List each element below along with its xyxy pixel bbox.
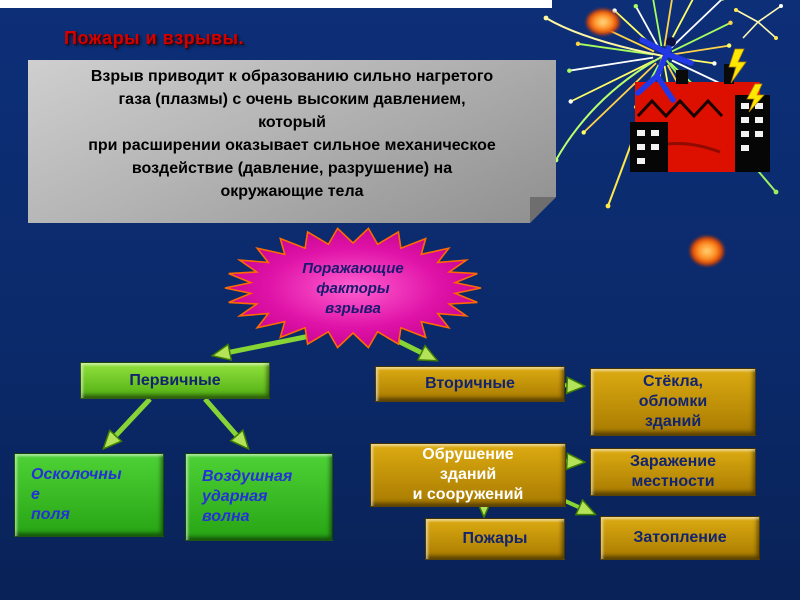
firework-glow-dot xyxy=(684,231,730,271)
node-fires: Пожары xyxy=(425,518,565,560)
node-flooding: Затопление xyxy=(600,516,760,560)
slide-title: Пожары и взрывы. xyxy=(64,28,244,48)
starburst-graphic xyxy=(224,227,482,349)
burning-buildings xyxy=(630,64,770,172)
connector-arrow xyxy=(106,397,152,446)
firework-glow-dot xyxy=(580,4,626,40)
fireworks-illustration xyxy=(543,0,783,209)
callout-box: Взрыв приводит к образованию сильно нагр… xyxy=(28,60,556,223)
firework-sparkle-cluster xyxy=(734,4,783,40)
callout-text: Взрыв приводит к образованию сильно нагр… xyxy=(88,68,496,200)
node-building-collapse: Обрушение зданий и сооружений xyxy=(370,443,566,507)
node-primary-factors: Первичные xyxy=(80,362,270,399)
page-top-edge xyxy=(0,0,552,8)
node-secondary-factors: Вторичные xyxy=(375,366,565,402)
node-area-contamination: Заражение местности xyxy=(590,448,756,496)
lightning-bolt-icon xyxy=(728,48,765,113)
starburst-explosion-shape: Поражающие факторы взрыва xyxy=(222,226,484,352)
node-air-shock-wave: Воздушная ударная волна xyxy=(185,453,333,541)
node-glass-debris: Стёкла, обломки зданий xyxy=(590,368,756,436)
connector-arrow xyxy=(203,397,246,446)
falling-person-figure xyxy=(635,37,694,103)
starburst-label: Поражающие факторы взрыва xyxy=(302,260,404,317)
node-fragment-fields: Осколочны е поля xyxy=(14,453,164,537)
